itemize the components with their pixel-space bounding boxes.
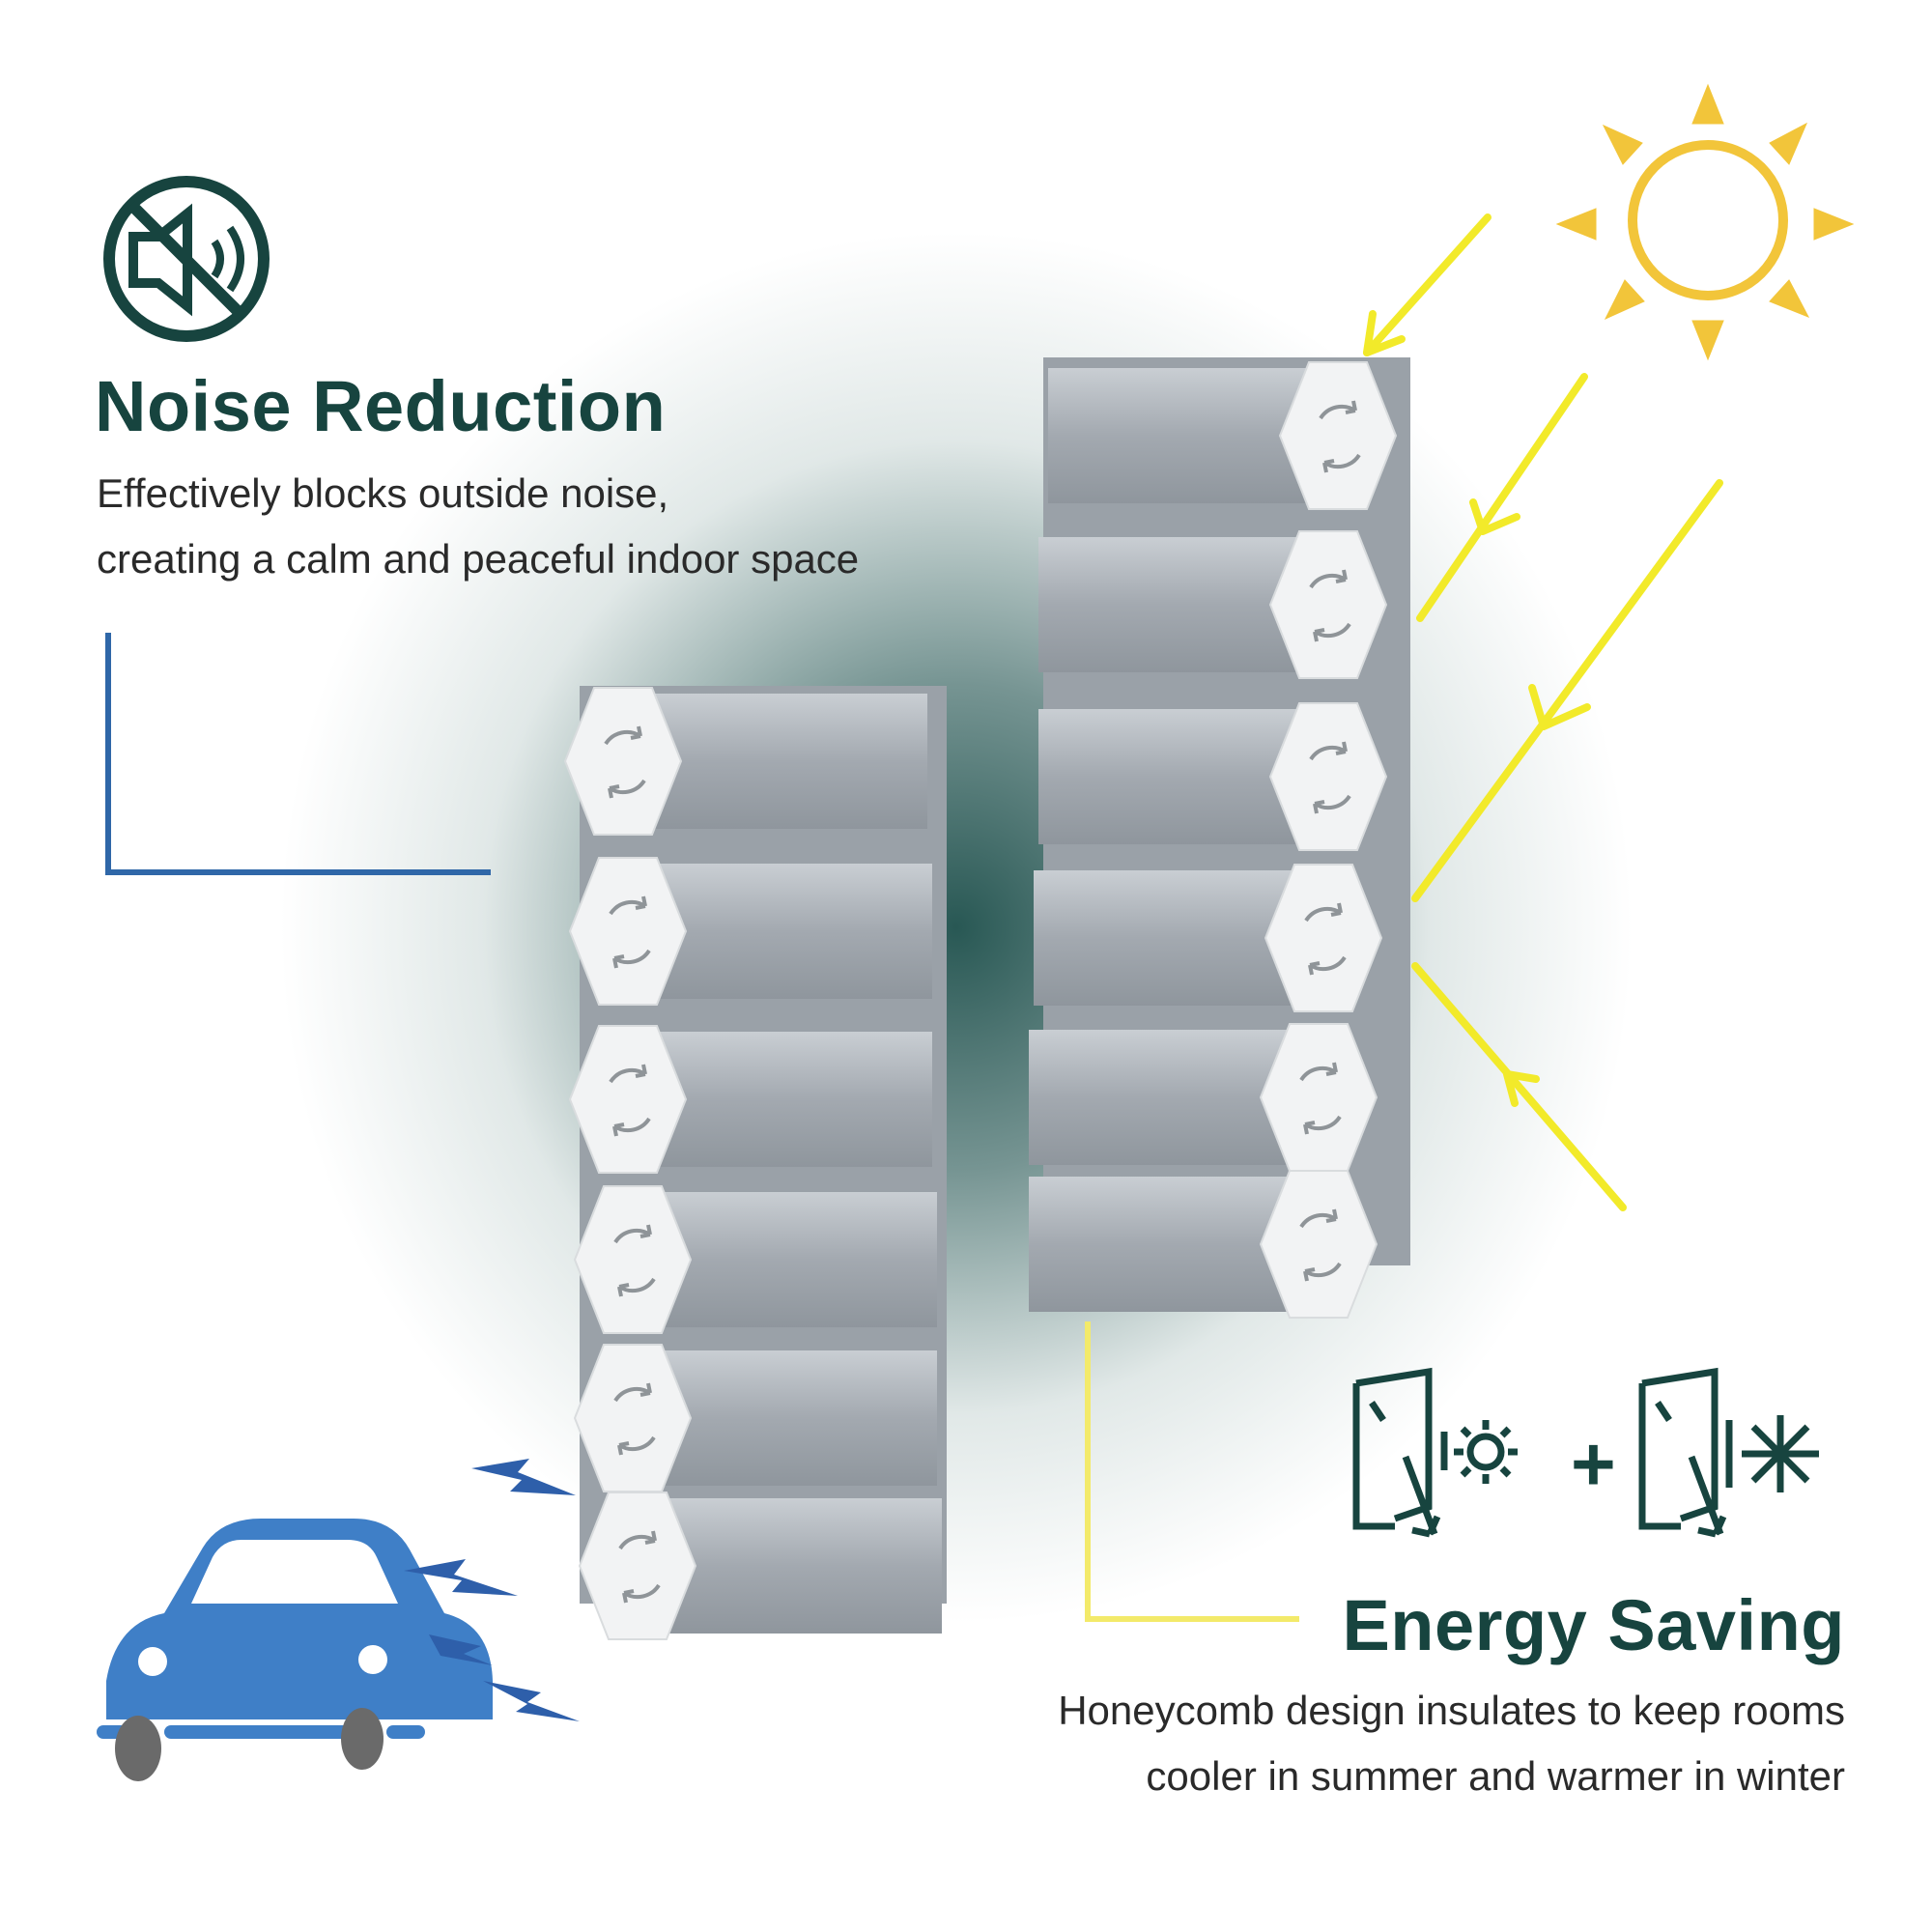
left-shade [563,686,947,1641]
noise-waves [404,1459,580,1721]
noise-description-line-2: creating a calm and peaceful indoor spac… [97,536,860,582]
window-snowflake-icon [1638,1367,1819,1538]
energy-description-line-2: cooler in summer and warmer in winter [1146,1753,1845,1799]
sun-rays [1363,213,1723,1211]
sun-icon [1555,83,1855,361]
noise-accent-line [105,633,491,875]
right-shade [1027,357,1410,1320]
noise-title: Noise Reduction [95,366,667,446]
energy-accent-line [1085,1321,1299,1622]
window-sun-icon [1352,1367,1518,1538]
noise-description-line-1: Effectively blocks outside noise, [97,470,669,516]
energy-description-line-1: Honeycomb design insulates to keep rooms [1058,1688,1845,1733]
car-icon [97,1519,493,1781]
plus-sign: + [1571,1421,1616,1507]
energy-title: Energy Saving [1342,1585,1845,1665]
muted-speaker-icon [103,176,270,342]
